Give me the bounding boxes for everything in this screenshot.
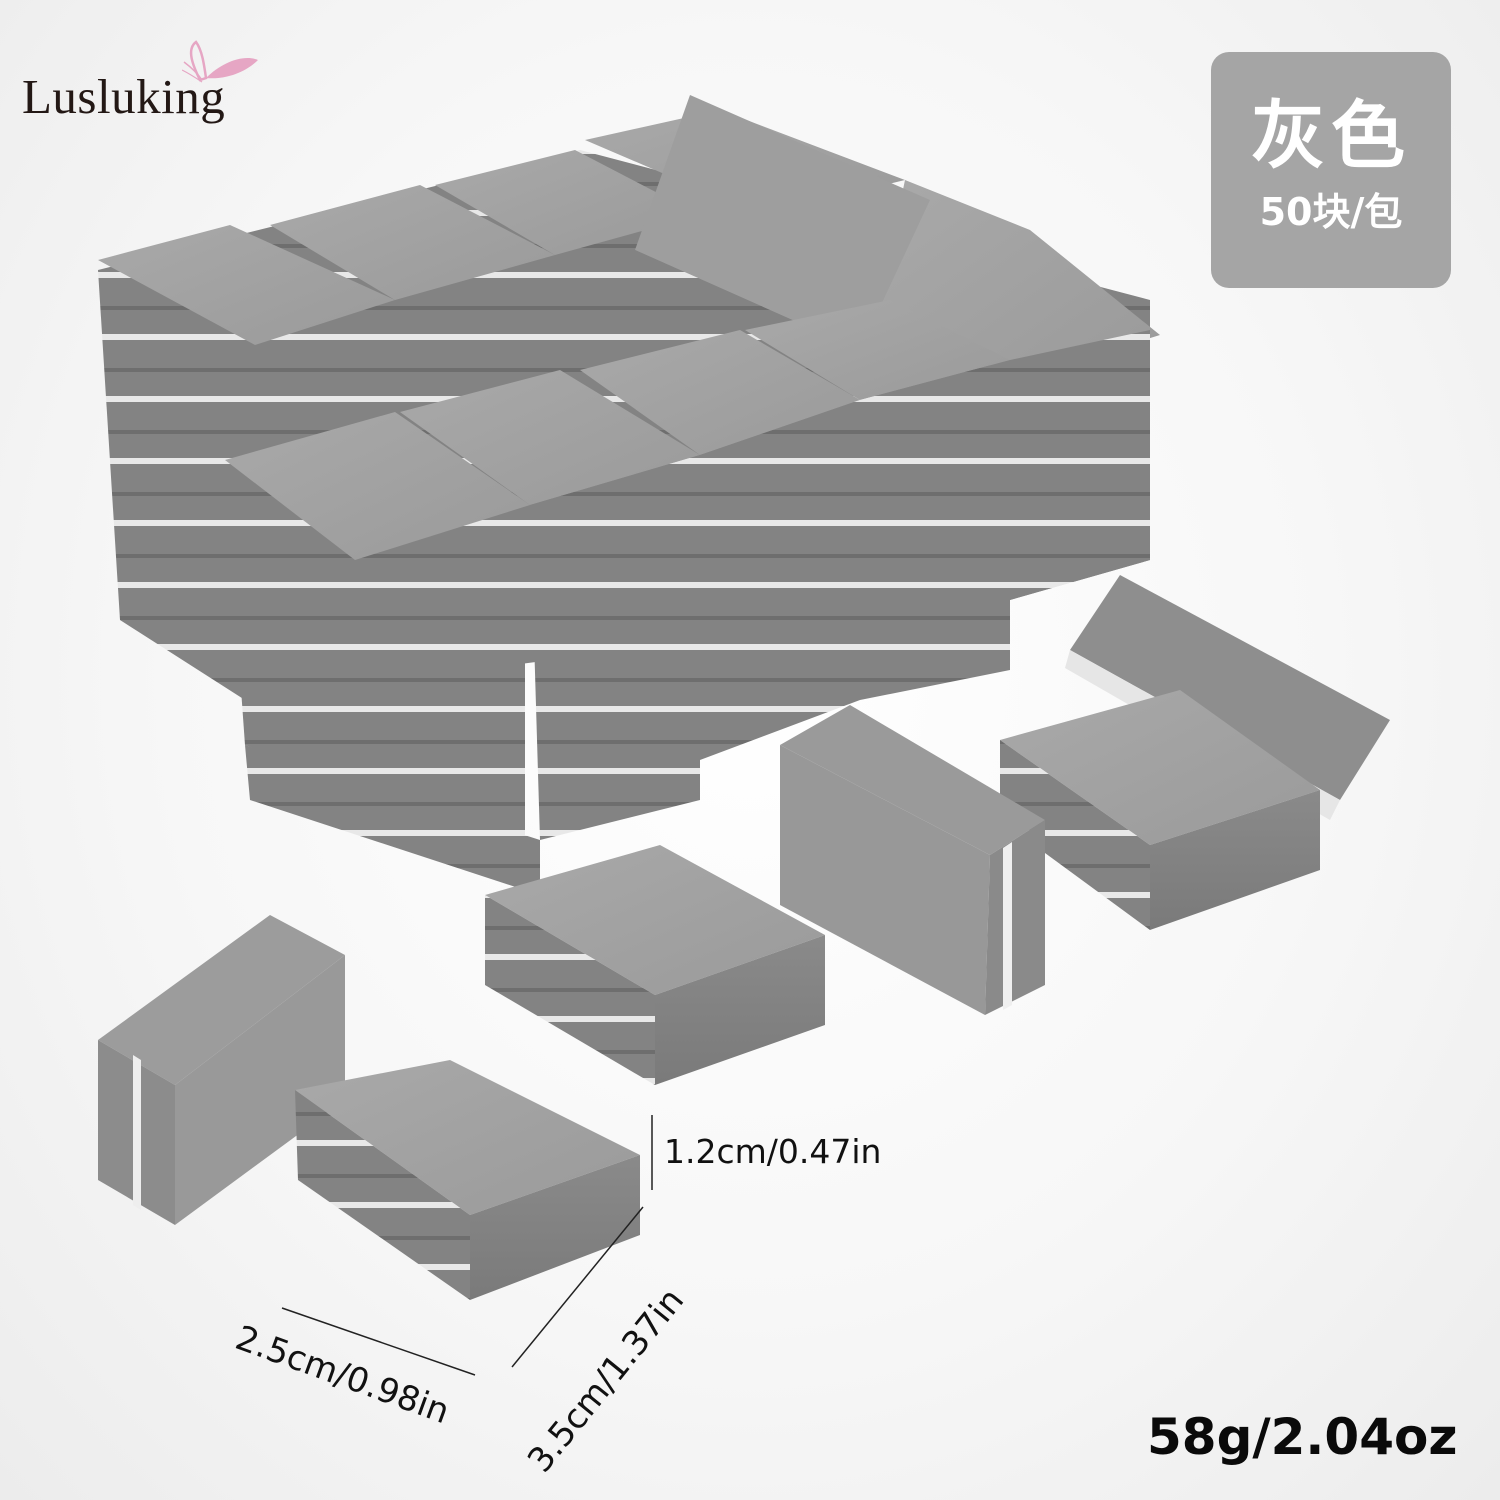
butterfly-icon xyxy=(182,40,258,83)
loose-block-flat-middle xyxy=(485,845,825,1085)
color-quantity-badge: 灰色 50块/包 xyxy=(1211,52,1451,288)
loose-block-standing-left xyxy=(98,915,345,1225)
length-dimension-line xyxy=(511,1206,644,1368)
loose-block-flat-right xyxy=(1000,690,1320,930)
brand-name: Lusluking xyxy=(22,69,226,124)
block-stack-front xyxy=(225,300,1150,895)
height-dimension-label: 1.2cm/0.47in xyxy=(664,1132,882,1171)
width-dimension-line xyxy=(281,1307,476,1376)
brand-logo: Lusluking xyxy=(22,40,282,128)
weight-label: 58g/2.04oz xyxy=(1147,1408,1458,1466)
loose-block-standing-middle xyxy=(780,705,1045,1015)
sample-block-dimensioned xyxy=(295,1060,640,1300)
badge-color-label: 灰色 xyxy=(1251,93,1411,179)
badge-quantity-label: 50块/包 xyxy=(1259,190,1403,234)
